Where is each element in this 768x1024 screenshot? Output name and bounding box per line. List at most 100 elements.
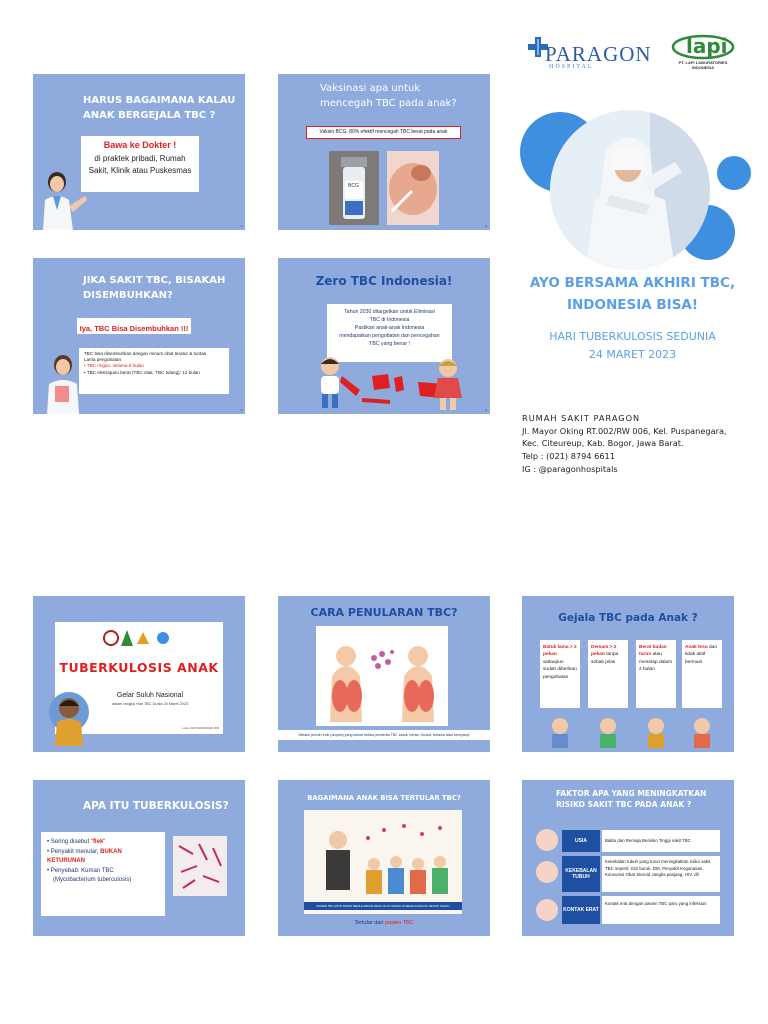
risk-text-value: Kekebalan tubuh yang turun meningkatkan … xyxy=(605,859,711,878)
page-number: 3 xyxy=(240,408,242,412)
vaksin-text: Vaksin BCG: 80% efektif mencegah TBC ber… xyxy=(319,129,448,135)
cover-headline-1: AYO BERSAMA AKHIRI TBC, xyxy=(529,275,736,291)
caption-red: pasien TBC xyxy=(384,920,414,926)
detail-item-2: • TBC ekstraparu berat (TBC otak, TBC tu… xyxy=(84,369,200,375)
detail-box: TBC bisa disembuhkan dengan minum obat t… xyxy=(79,348,229,394)
def-red: BUKAN KETURUNAN xyxy=(47,848,122,865)
contact-addr-1: Jl. Mayor Oking RT.002/RW 006, Kel. Pusp… xyxy=(522,425,727,436)
slide-faktor-risiko: FAKTOR APA YANG MENINGKATKAN RISIKO SAKI… xyxy=(522,780,734,936)
partner-logos xyxy=(103,630,169,646)
bacteria-photo xyxy=(173,836,227,896)
detail-item-text: TBC ringan: selama 6 bulan xyxy=(86,363,144,369)
risk-icons xyxy=(536,829,558,921)
slide-title-line: HARUS BAGAIMANA KALAU xyxy=(83,95,236,106)
tb-anak-sub: Gelar Suluh Nasional xyxy=(116,692,184,699)
slide-title: Gejala TBC pada Anak ? xyxy=(558,612,698,624)
doctor-illustration xyxy=(43,172,87,230)
crowd-illustration: PASIEN TBC AKTIF DAPAT MENULARKAN PADA 1… xyxy=(304,810,462,914)
symptom-card: Anak lesu dan tidak aktif bermain xyxy=(682,640,722,708)
transmission-diagram xyxy=(316,626,448,726)
vaksin-box: Vaksin BCG: 80% efektif mencegah TBC ber… xyxy=(306,126,461,139)
slide-title-line: ANAK BERGEJALA TBC ? xyxy=(83,109,216,121)
slide-zero-tbc: Zero TBC Indonesia! Tahun 2030 ditargetk… xyxy=(278,258,490,414)
caption-text: Tertular dari xyxy=(354,920,385,926)
slide-title-line: JIKA SAKIT TBC, BISAKAH xyxy=(83,275,226,286)
risk-text-value: Balita dan Remaja Berisiko Tinggi sakit … xyxy=(605,838,691,843)
def-item-3b: (Mycobacterium tuberculosis) xyxy=(47,876,159,886)
answer-box: Bawa ke Dokter ! di praktek pribadi, Rum… xyxy=(81,136,199,192)
bcg-label: BCG xyxy=(348,183,359,189)
nurse-figure xyxy=(550,110,710,270)
detail-body-2: Lama pengobatan: xyxy=(84,357,123,363)
paragon-sub: HOSPITAL xyxy=(549,64,594,70)
risk-text: Balita dan Remaja Berisiko Tinggi sakit … xyxy=(602,830,720,852)
detail-item-1: • TBC ringan: selama 6 bulan xyxy=(84,363,144,369)
slide-title: FAKTOR APA YANG MENINGKATKAN RISIKO SAKI… xyxy=(556,788,706,810)
crowd-banner: PASIEN TBC AKTIF DAPAT MENULARKAN PADA 1… xyxy=(304,902,462,910)
source-caption: Tertular dari pasien TBC xyxy=(278,920,490,926)
slide-disembuhkan: JIKA SAKIT TBC, BISAKAH DISEMBUHKAN? Iya… xyxy=(33,258,245,414)
contact-addr-2: Kec. Citeureup, Kab. Bogor, Jawa Barat. xyxy=(522,438,684,449)
lapi-name: lapi xyxy=(686,34,728,58)
symptom-text: tanpa sebab jelas xyxy=(591,652,619,665)
children-row-illustration xyxy=(552,718,710,748)
slide-tuberkulosis-anak: TUBERKULOSIS ANAK Gelar Suluh Nasional d… xyxy=(33,596,245,752)
child-coughing-illustration xyxy=(49,692,89,746)
risk-label: KONTAK ERAT xyxy=(562,896,600,924)
page-number: 1 xyxy=(240,224,242,228)
tb-anak-foot: Lulus SMI KEMENKES 308 xyxy=(182,726,219,730)
def-text: " xyxy=(103,839,106,845)
slide-title-line: RISIKO SAKIT TBC PADA ANAK ? xyxy=(556,800,692,809)
def-text: Penyakit menular, xyxy=(50,848,101,855)
def-text: Sering disebut " xyxy=(50,839,93,845)
risk-label-text: KONTAK ERAT xyxy=(563,907,599,913)
risk-label: KEKEBALAN TUBUH xyxy=(562,856,600,892)
def-red: flek xyxy=(92,839,104,845)
def-text: Penyebab: Kuman TBC xyxy=(50,867,114,874)
slide-anak-tertular: BAGAIMANA ANAK BISA TERTULAR TBC? PASIEN… xyxy=(278,780,490,936)
lapi-sub: PT. LAPI LABORATORIES INDONESIA xyxy=(678,60,728,70)
slide-title: HARUS BAGAIMANA KALAU ANAK BERGEJALA TBC… xyxy=(83,94,235,123)
symptom-red: Anak lesu xyxy=(685,645,708,650)
def-item-2: • Penyakit menular, BUKAN KETURUNAN xyxy=(47,848,122,865)
slide-title-line: mencegah TBC pada anak? xyxy=(320,97,457,109)
symptom-red: Batuk lama > 2 pekan xyxy=(543,645,577,658)
banner-text: PASIEN TBC AKTIF DAPAT MENULARKAN PADA 1… xyxy=(316,904,450,908)
tb-anak-small: dalam rangka Hari TBC Dunia 24 Maret 202… xyxy=(111,702,189,706)
answer-red: Iya, TBC Bisa Disembuhkan !!! xyxy=(79,324,189,333)
slide-bawa-ke-dokter: HARUS BAGAIMANA KALAU ANAK BERGEJALA TBC… xyxy=(33,74,245,230)
slide-gejala: Gejala TBC pada Anak ? Batuk lama > 2 pe… xyxy=(522,596,734,752)
answer-red: Bawa ke Dokter ! xyxy=(103,140,177,150)
slide-title-line: DISEMBUHKAN? xyxy=(83,289,173,301)
risk-label: USIA xyxy=(562,830,600,852)
slide-title-line: Vaksinasi apa untuk xyxy=(320,83,421,94)
zero-line: Pastikan anak-anak Indonesia xyxy=(354,325,425,332)
slide-title: APA ITU TUBERKULOSIS? xyxy=(83,800,229,812)
child-left-illustration xyxy=(321,357,339,408)
def-item-3: • Penyebab: Kuman TBC xyxy=(47,867,114,874)
symptom-text: atau menetap dalam 2 bulan xyxy=(639,652,673,673)
contact-name: RUMAH SAKIT PARAGON xyxy=(522,413,641,423)
zero-line: TBC yang benar ! xyxy=(369,341,410,348)
answer-body-1: di praktek pribadi, Rumah xyxy=(94,154,186,163)
paragon-name: PARAGON xyxy=(545,42,652,66)
lungs-diagram xyxy=(330,646,434,722)
cover-event: HARI TUBERKULOSIS SEDUNIA 24 MARET 2023 xyxy=(520,328,745,363)
decor-circle-small xyxy=(717,156,751,190)
contact-ig: IG : @paragonhospitals xyxy=(522,463,618,474)
risk-text: Kekebalan tubuh yang turun meningkatkan … xyxy=(602,856,720,892)
symptom-card: Berat badan turun atau menetap dalam 2 b… xyxy=(636,640,676,708)
risk-text-value: Kontak erat dengan pasien TBC paru yang … xyxy=(605,901,707,906)
lapi-leaf-icon xyxy=(671,34,735,60)
symptom-card: Demam > 2 pekan tanpa sebab jelas xyxy=(588,640,628,708)
zero-line: mendapatkan pengobatan dan pencegahan xyxy=(339,333,440,340)
slide-title: Vaksinasi apa untuk mencegah TBC pada an… xyxy=(320,82,457,111)
cover-headline-2: INDONESIA BISA! xyxy=(566,297,699,314)
tb-anak-title: TUBERKULOSIS ANAK xyxy=(59,660,219,675)
paragon-logo: PARAGON HOSPITAL xyxy=(527,36,652,74)
cover-headline: AYO BERSAMA AKHIRI TBC, INDONESIA BISA! xyxy=(520,272,745,317)
symptom-card: Batuk lama > 2 pekan walaupun sudah dibe… xyxy=(540,640,580,708)
child-right-illustration xyxy=(434,359,462,410)
contact-block: RUMAH SAKIT PARAGON Jl. Mayor Oking RT.0… xyxy=(522,412,762,476)
zero-line: TBC di Indonesia xyxy=(369,317,410,324)
